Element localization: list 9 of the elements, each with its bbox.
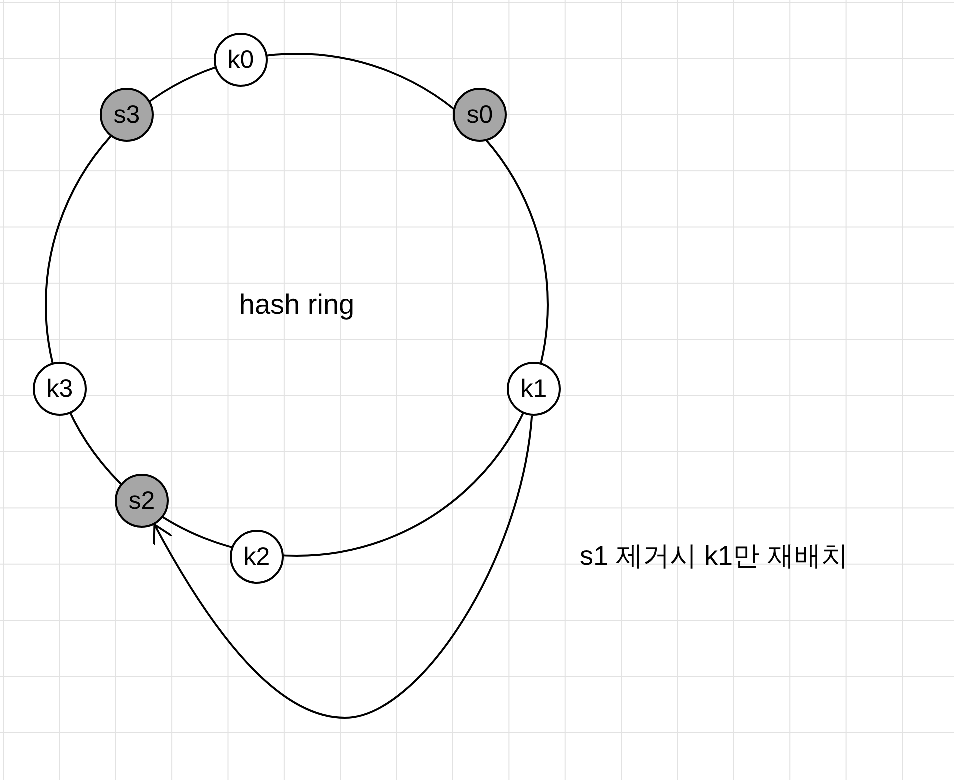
key-circle: k3: [33, 362, 87, 416]
server-circle: s3: [100, 88, 154, 142]
server-circle: s0: [453, 88, 507, 142]
key-circle: k0: [214, 33, 268, 87]
key-circle: k2: [230, 530, 284, 584]
ring-label: hash ring: [239, 289, 355, 321]
arrow: [154, 416, 534, 719]
note-text: s1 제거시 k1만 재배치: [580, 540, 849, 573]
key-circle: k1: [507, 362, 561, 416]
